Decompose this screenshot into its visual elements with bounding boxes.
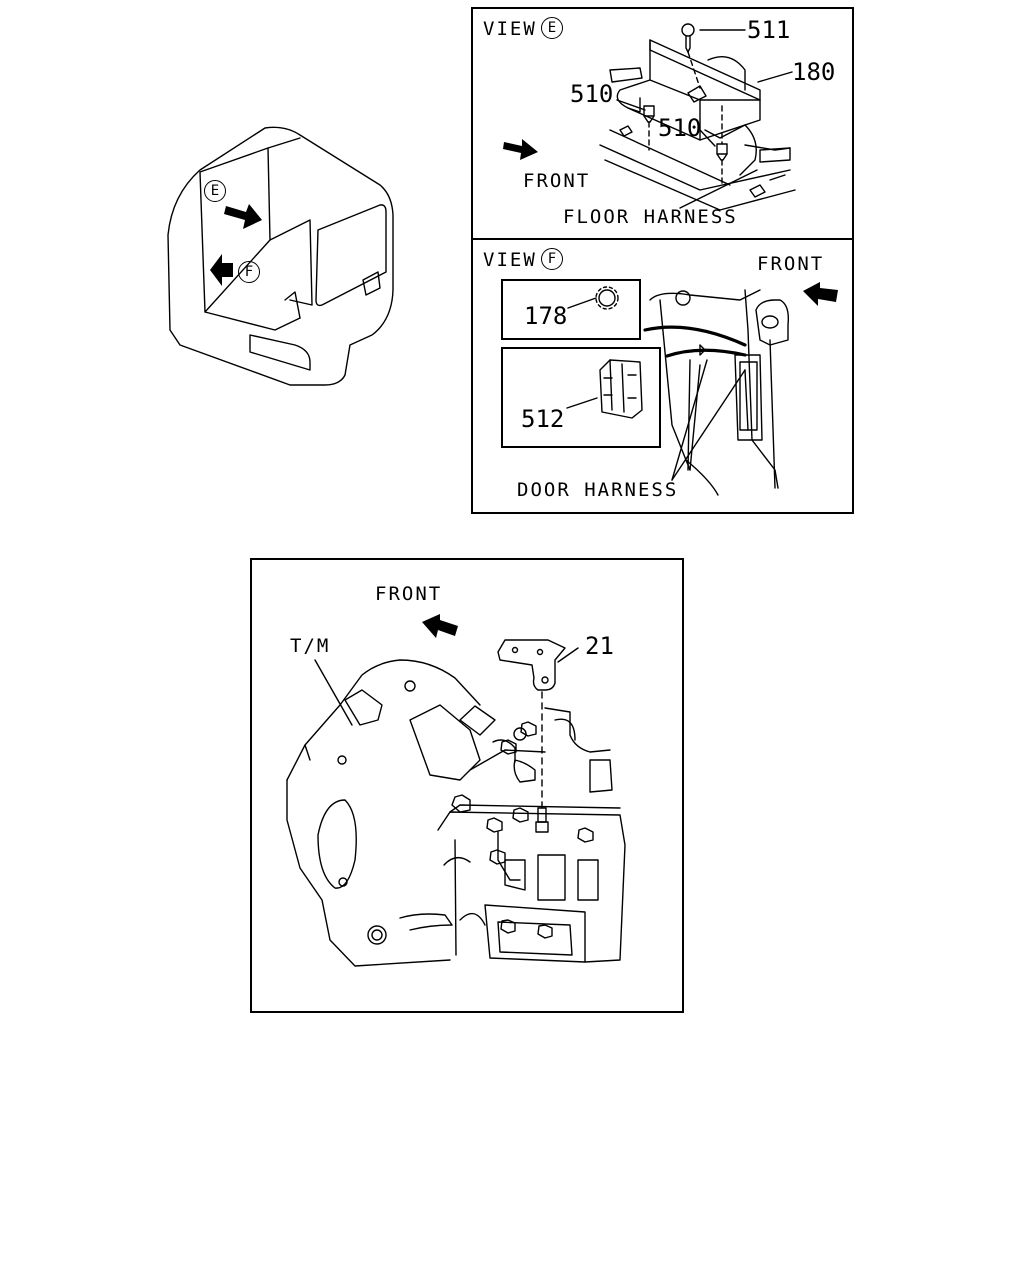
view-e-title: VIEW bbox=[483, 18, 537, 40]
arrow-to-view-f bbox=[210, 254, 233, 286]
view-f-panel bbox=[471, 238, 854, 514]
part-510-right-label: 510 bbox=[658, 114, 702, 142]
view-e-drawing bbox=[599, 39, 796, 211]
door-harness-label: DOOR HARNESS bbox=[517, 479, 679, 501]
view-e-front-arrow bbox=[503, 139, 538, 160]
bracket-21-shape bbox=[497, 639, 566, 691]
part-178-label: 178 bbox=[524, 302, 568, 330]
view-f-front-label: FRONT bbox=[757, 253, 825, 275]
transmission-leaders bbox=[314, 647, 579, 726]
part-511-label: 511 bbox=[747, 16, 791, 44]
floor-harness-label: FLOOR HARNESS bbox=[563, 206, 738, 228]
view-f-marker: F bbox=[541, 248, 563, 270]
arrow-to-view-e bbox=[224, 204, 262, 229]
tm-front-label: FRONT bbox=[375, 583, 443, 605]
view-f-front-arrow bbox=[803, 282, 838, 306]
bolt-511-shape bbox=[681, 23, 701, 89]
transmission-panel bbox=[250, 558, 684, 1013]
bolt-21-shape bbox=[535, 691, 549, 833]
callout-e-marker: E bbox=[204, 180, 226, 202]
view-e-front-label: FRONT bbox=[523, 170, 591, 192]
grommet-178-shape bbox=[595, 286, 619, 310]
view-f-drawing bbox=[643, 289, 790, 496]
clip-512-shape bbox=[599, 359, 643, 419]
view-f-title: VIEW bbox=[483, 249, 537, 271]
part-178-inset bbox=[501, 279, 641, 340]
part-512-inset bbox=[501, 347, 661, 448]
view-f-leaders bbox=[566, 297, 746, 481]
cab-illustration bbox=[167, 126, 394, 386]
tm-front-arrow bbox=[422, 614, 458, 638]
nut-510-left-shape bbox=[643, 105, 655, 151]
part-510-left-label: 510 bbox=[570, 80, 614, 108]
callout-f-marker: F bbox=[238, 261, 260, 283]
part-21-label: 21 bbox=[585, 632, 614, 660]
part-180-label: 180 bbox=[792, 58, 836, 86]
view-e-marker: E bbox=[541, 17, 563, 39]
view-e-leaders bbox=[616, 29, 793, 209]
tm-label: T/M bbox=[290, 635, 331, 657]
part-512-label: 512 bbox=[521, 405, 565, 433]
transmission-drawing bbox=[286, 659, 626, 967]
nut-510-right-shape bbox=[716, 105, 728, 187]
